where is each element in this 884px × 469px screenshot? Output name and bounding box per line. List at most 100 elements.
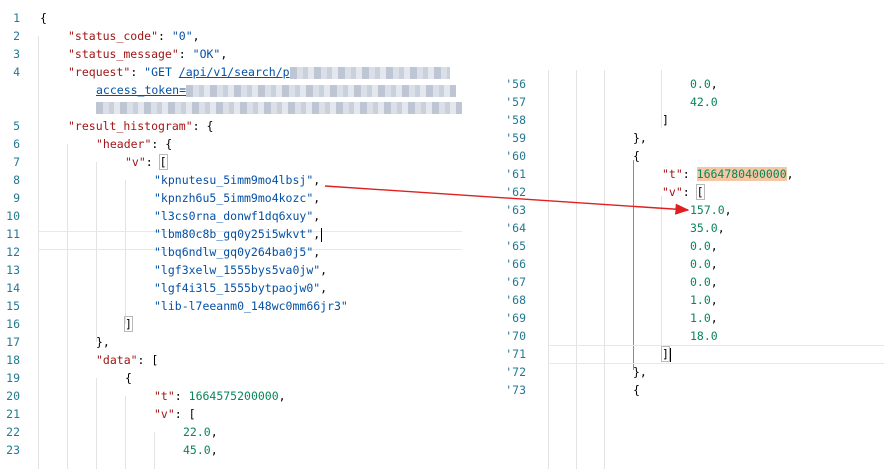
json-key: "status_message" bbox=[68, 47, 179, 61]
url-link[interactable]: /api/v1/search/p bbox=[178, 65, 290, 79]
json-punctuation: , bbox=[786, 167, 794, 181]
line-number: 7 bbox=[13, 155, 20, 169]
json-punctuation: , bbox=[710, 311, 718, 325]
code-text: "kpnutesu_5imm9mo4lbsj", bbox=[154, 171, 320, 189]
code-line: 10 "l3cs0rna_donwf1dq6xuy", bbox=[0, 207, 462, 225]
line-number: 13 bbox=[6, 263, 20, 277]
code-text: "data": [ bbox=[96, 351, 158, 369]
json-string: "l3cs0rna_donwf1dq6xuy" bbox=[154, 209, 314, 223]
json-punctuation: , bbox=[313, 209, 321, 223]
code-text: 1.0, bbox=[690, 309, 718, 327]
line-number: 22 bbox=[6, 425, 20, 439]
indent-guide bbox=[548, 70, 549, 469]
line-number: 9 bbox=[13, 191, 20, 205]
line-number: '67 bbox=[505, 275, 526, 289]
code-line: 20"t": 1664575200000, bbox=[0, 387, 462, 405]
json-punctuation: : bbox=[174, 389, 189, 403]
code-line: '71] bbox=[500, 345, 884, 363]
json-key: "request" bbox=[68, 65, 131, 79]
code-text: 157.0, bbox=[690, 201, 732, 219]
json-number: 1664780400000 bbox=[696, 167, 787, 181]
json-punctuation: , bbox=[313, 227, 321, 241]
line-number: 14 bbox=[6, 281, 20, 295]
json-punctuation: : [ bbox=[174, 407, 196, 421]
json-key: "header" bbox=[96, 137, 152, 151]
json-punctuation: { bbox=[633, 149, 640, 163]
line-number: 3 bbox=[13, 47, 20, 61]
code-text: ] bbox=[662, 111, 669, 129]
indent-guide bbox=[661, 70, 662, 128]
json-punctuation: { bbox=[40, 11, 47, 25]
indent-guide bbox=[576, 70, 577, 469]
current-line-highlight bbox=[38, 231, 462, 250]
text-cursor bbox=[669, 347, 671, 362]
json-punctuation: , bbox=[210, 425, 218, 439]
json-key: "v" bbox=[662, 185, 683, 199]
json-punctuation: , bbox=[717, 221, 725, 235]
json-punctuation: , bbox=[313, 245, 321, 259]
code-text: }, bbox=[96, 333, 110, 351]
json-key: "t" bbox=[154, 389, 175, 403]
left-editor-panel[interactable]: 1{2"status_code": "0",3"status_message":… bbox=[0, 0, 462, 469]
access-token-link[interactable]: access_token= bbox=[96, 83, 187, 97]
json-punctuation: : bbox=[682, 167, 697, 181]
json-string: "0" bbox=[171, 29, 193, 43]
line-number: '64 bbox=[505, 221, 526, 235]
json-string: "OK" bbox=[192, 47, 221, 61]
code-text: ] bbox=[661, 345, 671, 363]
code-text: "lgf4i3l5_1555bytpaojw0", bbox=[154, 279, 327, 297]
code-line: '61"t": 1664780400000, bbox=[500, 165, 884, 183]
code-text: 45.0, bbox=[183, 441, 218, 459]
line-number: 8 bbox=[13, 173, 20, 187]
code-line: '73{ bbox=[500, 381, 884, 399]
json-punctuation: , bbox=[710, 275, 718, 289]
json-punctuation: : bbox=[158, 29, 172, 43]
json-number: 1.0 bbox=[690, 311, 711, 325]
json-number: 22.0 bbox=[183, 425, 211, 439]
json-punctuation: , bbox=[220, 47, 228, 61]
json-punctuation: : bbox=[682, 185, 697, 199]
line-number: '60 bbox=[505, 149, 526, 163]
line-number: 16 bbox=[6, 317, 20, 331]
indent-guide bbox=[604, 70, 605, 469]
json-punctuation: ] bbox=[124, 316, 133, 332]
line-number: 4 bbox=[13, 65, 20, 79]
json-punctuation: , bbox=[320, 263, 328, 277]
line-number: 6 bbox=[13, 137, 20, 151]
json-string: "kpnzh6u5_5imm9mo4kozc" bbox=[154, 191, 314, 205]
line-number: 5 bbox=[13, 119, 20, 133]
json-punctuation: : [ bbox=[137, 353, 159, 367]
indent-guide bbox=[125, 396, 126, 469]
line-number: 10 bbox=[6, 209, 20, 223]
json-punctuation: { bbox=[633, 383, 640, 397]
code-line: 15"lib-l7eeanm0_148wc0mm66jr3" bbox=[0, 297, 462, 315]
code-text: { bbox=[633, 147, 640, 165]
json-string: "lbq6ndlw_gq0y264ba0j5" bbox=[154, 245, 314, 259]
json-punctuation: ] bbox=[662, 113, 669, 127]
code-text: "request": "GET /api/v1/search/p bbox=[68, 63, 450, 81]
json-string: "lib-l7eeanm0_148wc0mm66jr3" bbox=[154, 299, 348, 313]
json-number: 157.0 bbox=[690, 203, 725, 217]
json-number: 0.0 bbox=[690, 275, 711, 289]
json-punctuation: { bbox=[125, 371, 132, 385]
line-number: 2 bbox=[13, 29, 20, 43]
code-text: "lbm80c8b_gq0y25i5wkvt", bbox=[154, 225, 323, 243]
line-number: 11 bbox=[6, 227, 20, 241]
json-punctuation: }, bbox=[96, 335, 110, 349]
json-string: "lgf3xelw_1555bys5va0jw" bbox=[154, 263, 321, 277]
code-line: '60 { bbox=[500, 147, 884, 165]
code-line: '67 0.0, bbox=[500, 273, 884, 291]
code-text: "l3cs0rna_donwf1dq6xuy", bbox=[154, 207, 320, 225]
json-key: "status_code" bbox=[68, 29, 159, 43]
code-text: "v": [ bbox=[154, 405, 196, 423]
indent-guide bbox=[633, 160, 634, 370]
code-line: 6"header": { bbox=[0, 135, 462, 153]
code-text: 0.0, bbox=[690, 255, 718, 273]
